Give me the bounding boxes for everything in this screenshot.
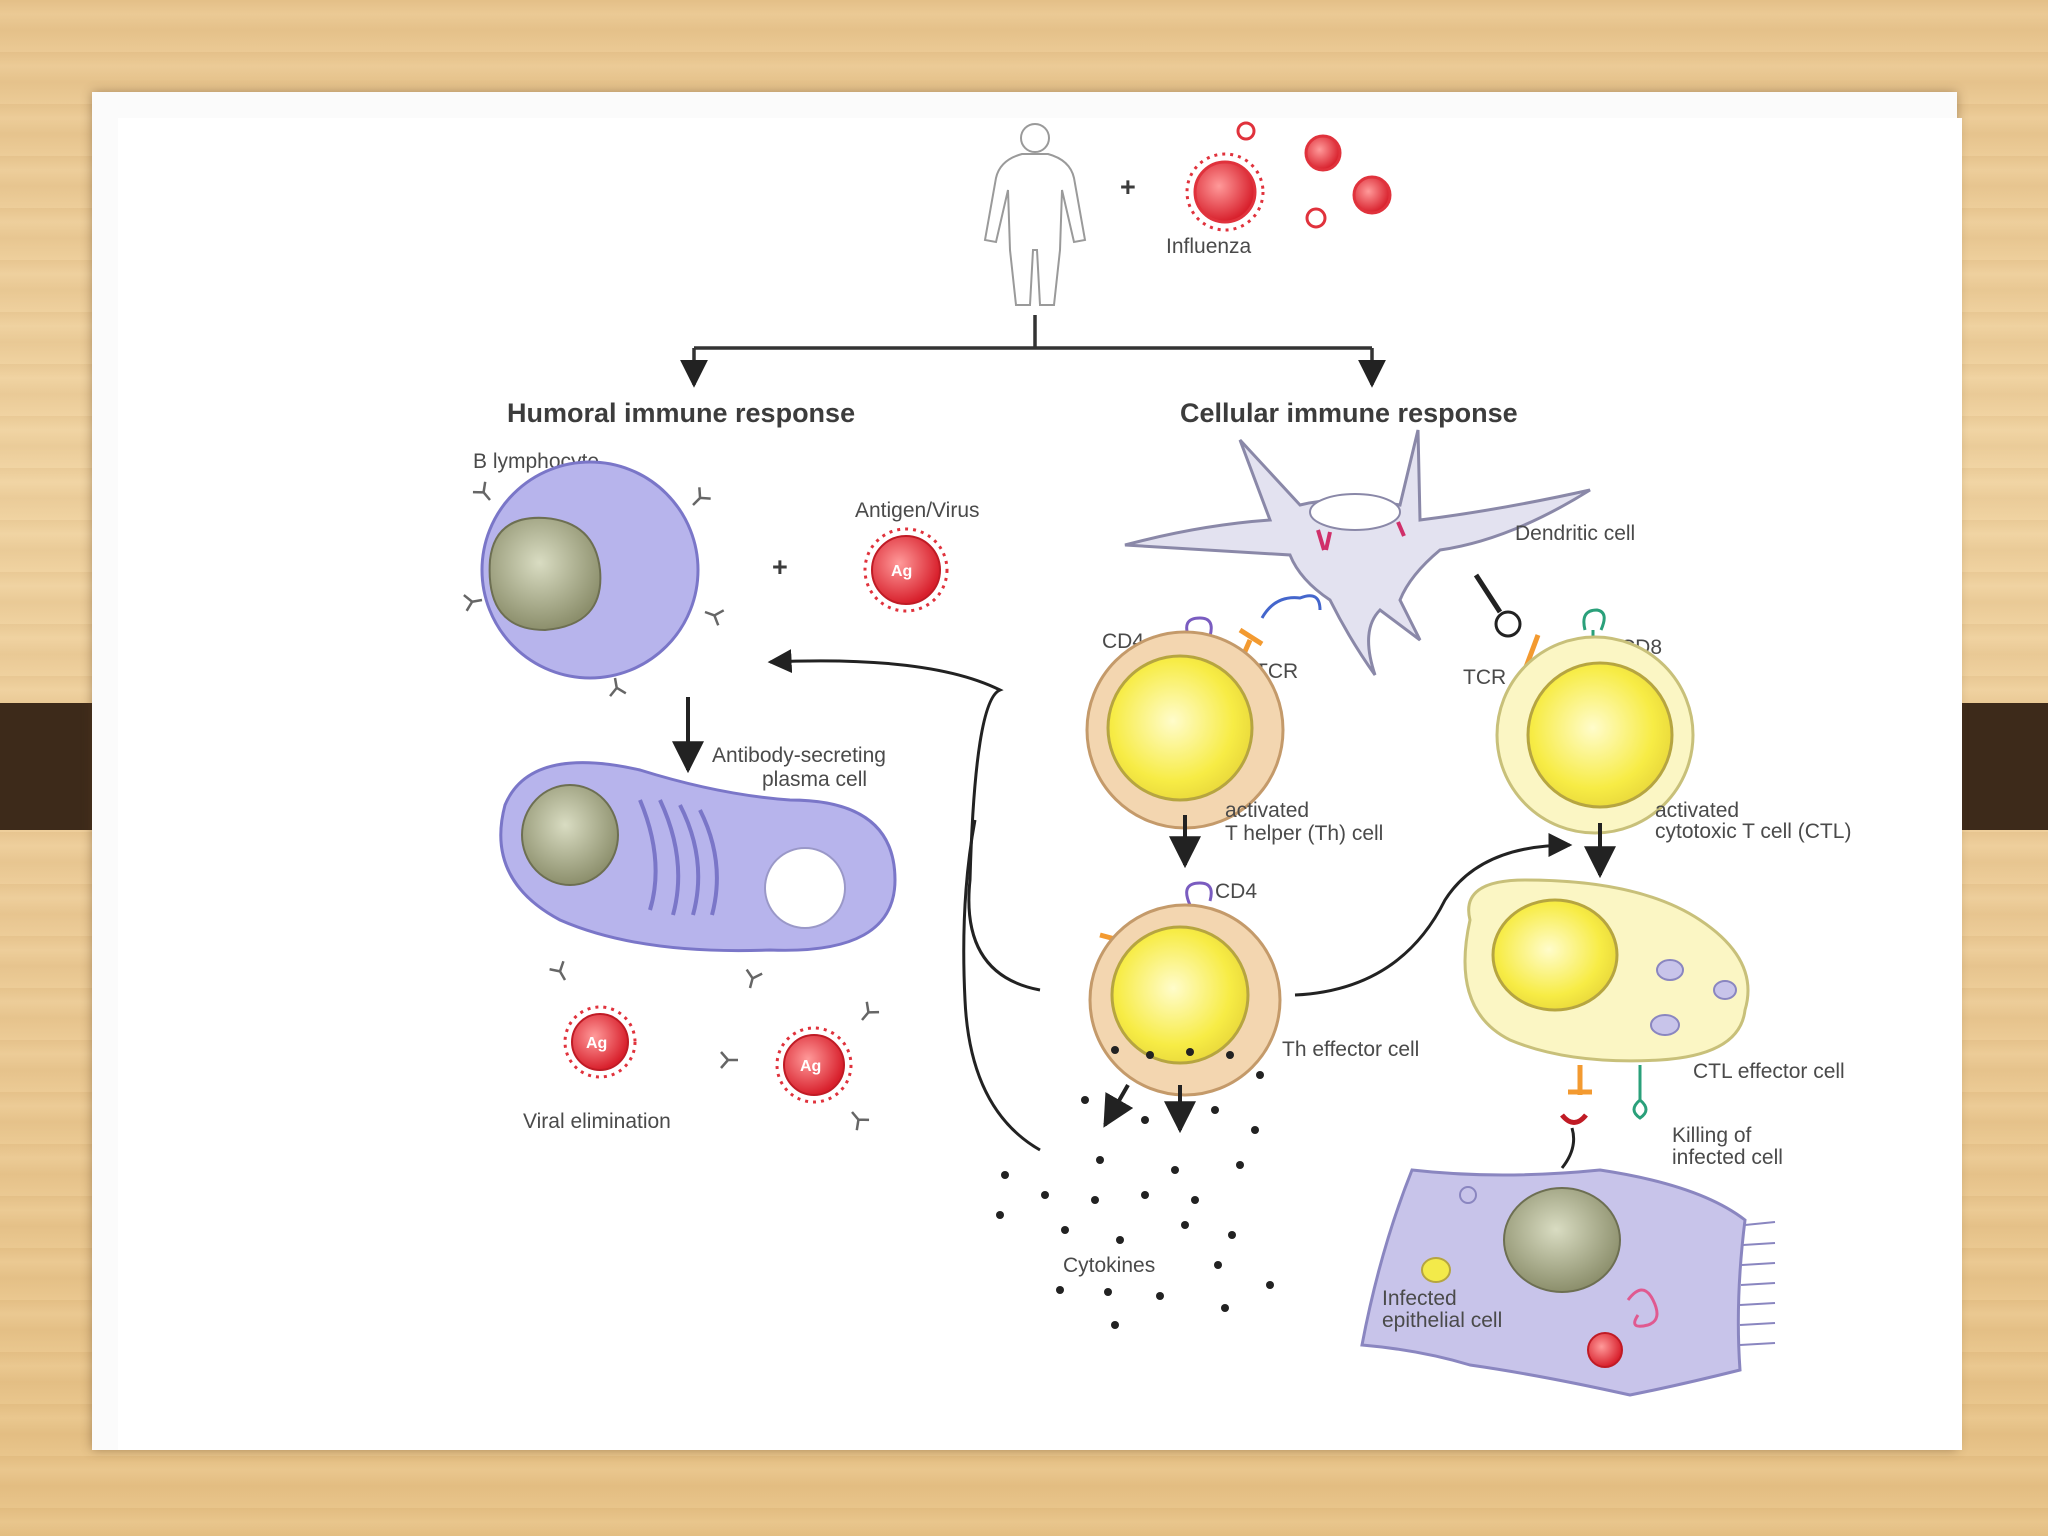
humoral-heading: Humoral immune response	[507, 398, 855, 428]
arrow-cytokine-left	[1103, 1084, 1134, 1128]
activated-th-label-line1: activated	[1225, 799, 1309, 822]
ag-label: Ag	[891, 563, 912, 580]
viral-elimination-label: Viral elimination	[523, 1110, 671, 1133]
activated-th-label-line2: T helper (Th) cell	[1225, 822, 1383, 845]
cellular-heading: Cellular immune response	[1180, 398, 1518, 428]
tcr-label-ctl: TCR	[1463, 666, 1506, 689]
viral-elimination-viruses: Ag Ag	[548, 960, 881, 1132]
activated-ctl-label-line2: cytotoxic T cell (CTL)	[1655, 820, 1851, 843]
ag-label: Ag	[586, 1035, 607, 1052]
influenza-label: Influenza	[1166, 235, 1252, 258]
right-dark-band	[1958, 703, 2048, 830]
branch-connector	[680, 315, 1386, 388]
ag-label: Ag	[800, 1058, 821, 1075]
antigen-virus-icon: Ag	[863, 527, 949, 613]
cytokine-dots	[996, 1046, 1274, 1329]
plasma-cell-label-line1: Antibody-secreting	[712, 744, 886, 767]
mhc-receptors	[1260, 573, 1522, 638]
plasma-cell-label-line2: plasma cell	[762, 768, 867, 791]
arrow-th-effector-to-ctl	[1294, 833, 1573, 997]
cd4-effector-label: CD4	[1215, 880, 1257, 903]
cytokine-feedback-curve	[962, 819, 1041, 1152]
killing-label-line2: infected cell	[1672, 1146, 1783, 1169]
activated-ctl-label-line1: activated	[1655, 799, 1739, 822]
cytokines-label: Cytokines	[1063, 1254, 1155, 1277]
ctl-effector-label: CTL effector cell	[1693, 1060, 1845, 1083]
th-effector-cell	[1088, 881, 1282, 1097]
activated-th-cell	[1085, 616, 1285, 830]
infected-cell-label-line1: Infected	[1382, 1287, 1457, 1310]
influenza-virus-icon	[1185, 121, 1392, 232]
infected-epithelial-cell	[1360, 1168, 1776, 1397]
dendritic-cell-label: Dendritic cell	[1515, 522, 1635, 545]
plasma-cell	[499, 761, 897, 953]
th-effector-label: Th effector cell	[1282, 1038, 1419, 1061]
antigen-virus-label: Antigen/Virus	[855, 499, 980, 522]
killing-label-line1: Killing of	[1672, 1124, 1752, 1147]
activated-ctl-cell	[1495, 608, 1695, 835]
plus-sign-humoral: +	[772, 552, 788, 582]
dendritic-cell	[1124, 429, 1591, 676]
arrow-th-to-b-cell	[767, 649, 1041, 992]
human-figure-icon	[983, 123, 1087, 306]
infected-cell-label-line2: epithelial cell	[1382, 1309, 1502, 1332]
plus-sign: +	[1120, 172, 1136, 202]
ctl-effector-cell	[1463, 878, 1750, 1169]
b-lymphocyte-cell	[462, 460, 725, 698]
